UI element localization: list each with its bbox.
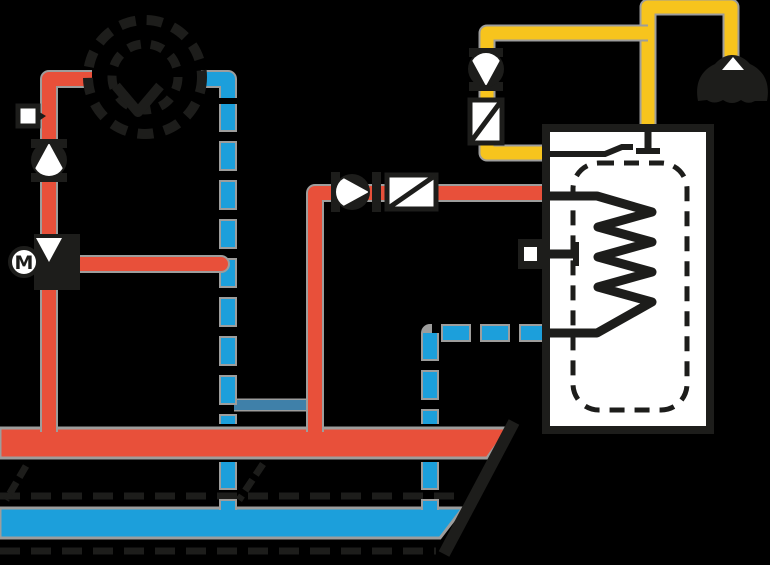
tank-outlet-pipe xyxy=(636,130,660,154)
supply-manifold-red xyxy=(0,426,512,460)
heating-coil xyxy=(549,191,657,338)
heating-circuit-icon xyxy=(83,15,207,139)
dhw-pipe xyxy=(478,0,740,162)
pump-arrow-up xyxy=(33,144,65,176)
boundary-cut-diagonal xyxy=(438,419,520,557)
boiler-supply-pipe xyxy=(306,184,547,432)
boundary-break-mark xyxy=(236,462,266,502)
motor-label: M xyxy=(15,252,34,274)
three-way-mixing-valve: M xyxy=(8,234,80,290)
balancing-check-valve xyxy=(384,172,439,212)
valve-port-triangle xyxy=(36,238,62,262)
dhw-circulation-pump xyxy=(468,48,504,91)
storage-tank xyxy=(518,124,714,434)
tank-return-dashed-pipe xyxy=(421,324,547,510)
boundary-break-mark xyxy=(2,464,30,502)
boiler-circuit-pump xyxy=(331,172,381,212)
heating-supply-pipe xyxy=(40,70,92,432)
mixing-valve-motor: M xyxy=(8,246,40,278)
tank-temperature-sensor xyxy=(518,239,579,269)
shower-spray-triangle xyxy=(722,57,744,70)
tank-body xyxy=(542,124,714,434)
heating-circuit-pump xyxy=(31,139,67,182)
system-boundary-dashed-line xyxy=(0,462,455,555)
return-manifold-blue xyxy=(0,506,467,540)
chevron-down-icon xyxy=(112,82,164,117)
shower-outlet-icon xyxy=(697,55,768,103)
pipe-temperature-sensor xyxy=(15,103,46,129)
tank-inner-wall xyxy=(570,160,690,413)
dhw-check-valve xyxy=(467,97,505,146)
pump-arrow-right xyxy=(336,176,368,208)
tank-circulation-pipe xyxy=(549,144,633,157)
pump-arrow-down xyxy=(470,53,502,85)
